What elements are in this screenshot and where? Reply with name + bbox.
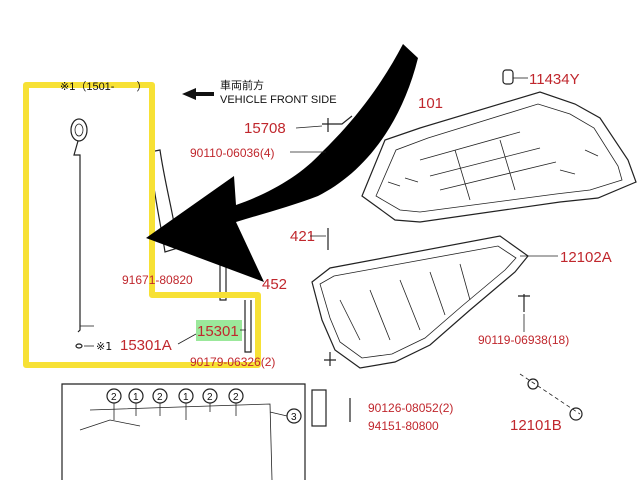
curved-arrow-icon [146,44,418,282]
legend-number: 3 [291,412,297,423]
part-label-12102a[interactable]: 12102A [560,249,612,266]
nut-90179-icon [324,352,336,366]
front-direction-arrow-icon [182,88,214,100]
variant-note: ※1（1501- ） [60,80,147,93]
legend-number: 2 [111,392,117,403]
o-ring-icon [75,343,83,349]
part-label-12101b[interactable]: 12101B [510,417,562,434]
upper-oil-pan-drawing [361,91,637,223]
direction-label-en: VEHICLE FRONT SIDE [220,94,337,106]
part-label-421[interactable]: 421 [290,228,315,245]
part-label-15301[interactable]: 15301 [197,323,239,340]
lower-oil-pan-drawing [311,235,529,369]
direction-label-ja: 車両前方 [220,78,264,92]
legend-numbers: 2 1 2 1 2 2 3 [106,388,302,424]
part-label-91671[interactable]: 91671-80820 [122,273,193,287]
bolt-11434y-icon [502,69,514,85]
dipstick-drawing [70,118,88,349]
part-label-15708[interactable]: 15708 [244,120,286,137]
part-label-90110[interactable]: 90110-06036(4) [190,146,275,160]
legend-number: 1 [183,392,189,403]
part-label-11434y[interactable]: 11434Y [529,71,580,88]
legend-number: 1 [133,392,139,403]
legend-number: 2 [207,392,213,403]
bolt-90119-icon [518,294,530,312]
legend-number: 2 [157,392,163,403]
drain-plug-icon [569,407,583,421]
washer-icon [527,378,539,390]
bracket-15708-icon [322,115,353,132]
bottom-cover-drawing [61,383,327,480]
part-mark-15301a: ※1 [96,340,112,353]
part-label-90179[interactable]: 90179-06326(2) [190,355,275,369]
part-label-15301a[interactable]: 15301A [120,337,172,354]
part-label-101[interactable]: 101 [418,95,443,112]
leader-lines [79,77,558,347]
part-label-452[interactable]: 452 [262,276,287,293]
legend-number: 2 [233,392,239,403]
part-label-94151[interactable]: 94151-80800 [368,419,439,433]
part-highlight [196,320,242,341]
part-label-90119[interactable]: 90119-06938(18) [478,333,569,347]
highlight-frame [23,82,261,368]
part-label-90126[interactable]: 90126-08052(2) [368,401,453,415]
